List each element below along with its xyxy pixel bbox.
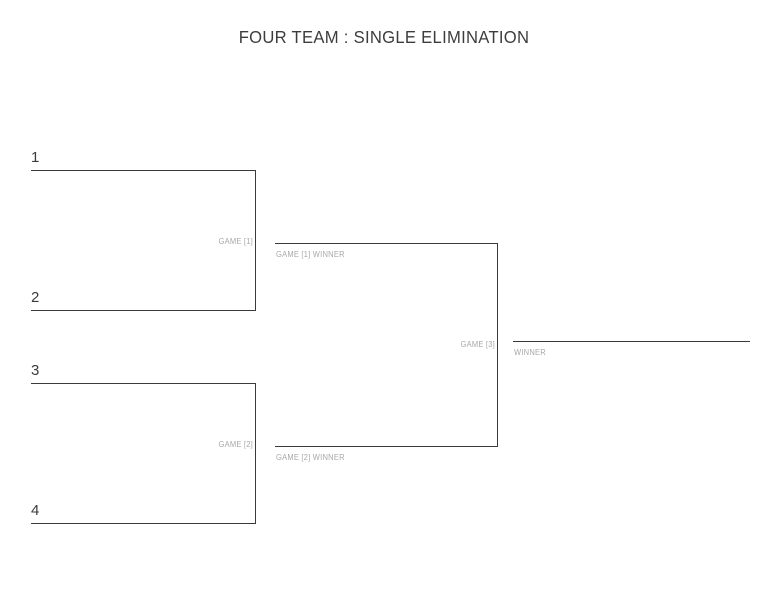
seed-1-line [31, 170, 256, 171]
game-2-winner-line [275, 446, 498, 447]
game-1-winner-label: GAME [1] WINNER [276, 250, 345, 259]
seed-2-line [31, 310, 256, 311]
seed-3-number: 3 [31, 362, 40, 379]
game-1-label: GAME [1] [218, 237, 253, 246]
game-1-connector [255, 170, 256, 311]
page-title: FOUR TEAM : SINGLE ELIMINATION [238, 27, 530, 47]
game-3-connector [497, 243, 498, 447]
game-3-label: GAME [3] [460, 340, 495, 349]
game-2-connector [255, 383, 256, 524]
seed-3-line [31, 383, 256, 384]
seed-4-line [31, 523, 256, 524]
seed-4-number: 4 [31, 502, 40, 519]
seed-1-number: 1 [31, 149, 40, 166]
game-2-winner-label: GAME [2] WINNER [276, 453, 345, 462]
winner-label: WINNER [514, 348, 546, 357]
game-1-winner-line [275, 243, 498, 244]
winner-line [513, 341, 750, 342]
seed-2-number: 2 [31, 289, 40, 306]
game-2-label: GAME [2] [218, 440, 253, 449]
